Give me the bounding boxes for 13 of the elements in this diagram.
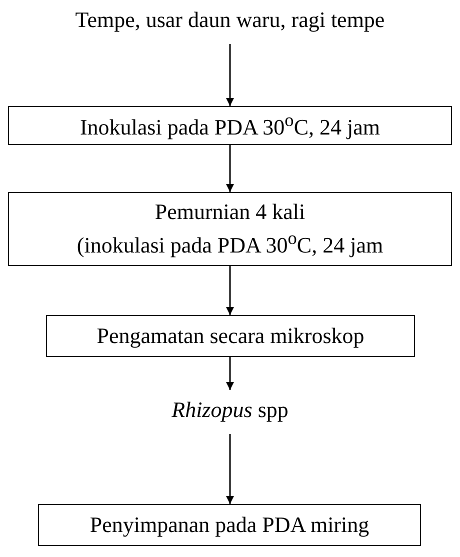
arrow bbox=[226, 434, 234, 504]
box-text: Pemurnian 4 kali bbox=[154, 198, 306, 226]
arrow bbox=[226, 357, 234, 390]
process-box: Inokulasi pada PDA 30$^{o}$C, 24 jam bbox=[8, 106, 452, 145]
arrow bbox=[226, 145, 234, 192]
process-box: Pengamatan secara mikroskop bbox=[46, 315, 415, 357]
result-text: Rhizopus spp bbox=[172, 396, 288, 424]
process-box: Penyimpanan pada PDA miring bbox=[38, 504, 421, 546]
source-text: Tempe, usar daun waru, ragi tempe bbox=[75, 6, 385, 34]
box-text: (inokulasi pada PDA 30$^{o}$C, 24 jam bbox=[76, 226, 384, 260]
arrow bbox=[226, 266, 234, 315]
process-box bbox=[8, 192, 452, 266]
arrow bbox=[226, 44, 234, 106]
